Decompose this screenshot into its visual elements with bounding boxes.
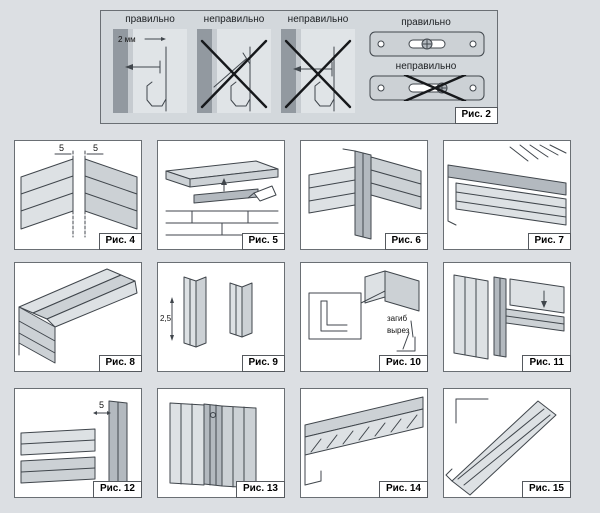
figure-10-panel: загиб вырез Рис. 10: [300, 262, 428, 372]
dimension-label: 2,5: [160, 314, 172, 323]
figure-2-panel: правильно неправильно неправильно 2 мм: [100, 10, 498, 124]
figure-6-panel: Рис. 6: [300, 140, 428, 250]
soffit-corner-drawing: [18, 268, 138, 364]
slot-correct-illustration: [369, 31, 485, 57]
figure-label: Рис. 12: [92, 481, 142, 498]
j-channel-drawing: [453, 274, 565, 360]
figure-7-panel: Рис. 7: [443, 140, 571, 250]
nail-angled-wrong-illustration: [197, 29, 271, 113]
figure-12-panel: 5 Рис. 12: [14, 388, 142, 498]
figure-11-panel: Рис. 11: [443, 262, 571, 372]
figure-label: Рис. 5: [241, 233, 285, 250]
caption-incorrect: неправильно: [203, 14, 265, 25]
figure-label: Рис. 7: [527, 233, 571, 250]
figure-9-panel: 2,5 Рис. 9: [157, 262, 285, 372]
corner-trim-drawing: 2,5: [160, 276, 253, 348]
figure-5-panel: Рис. 5: [157, 140, 285, 250]
dimension-label: 5: [93, 143, 98, 153]
vertical-joint-drawing: [169, 402, 257, 489]
figure-label: Рис. 13: [235, 481, 285, 498]
caption-incorrect: неправильно: [395, 61, 457, 72]
caption-incorrect: неправильно: [287, 14, 349, 25]
annotation-label: вырез: [387, 326, 410, 335]
nail-flush-wrong-drawing: [281, 29, 352, 113]
slot-wrong-drawing: [369, 75, 485, 101]
figure-label: Рис. 8: [98, 355, 142, 372]
nail-correct-illustration: 2 мм: [113, 29, 187, 113]
figure-label: Рис. 4: [98, 233, 142, 250]
figure-label: Рис. 9: [241, 355, 285, 372]
gable-soffit-drawing: [304, 396, 424, 486]
corner-post-drawing: [308, 148, 422, 240]
caption-correct: правильно: [401, 17, 451, 28]
figure-4-panel: 5 5 Рис. 4: [14, 140, 142, 250]
figure-label: Рис. 10: [378, 355, 428, 372]
figure-13-panel: Рис. 13: [157, 388, 285, 498]
soffit-drawing: [447, 144, 567, 226]
nail-flush-wrong-illustration: [281, 29, 355, 113]
figure-label: Рис. 14: [378, 481, 428, 498]
figure-label: Рис. 15: [521, 481, 571, 498]
gable-trim-drawing: [445, 398, 557, 496]
figure-8-panel: Рис. 8: [14, 262, 142, 372]
figure-14-panel: Рис. 14: [300, 388, 428, 498]
figure-label: Рис. 2: [454, 107, 498, 124]
dimension-label: 2 мм: [118, 35, 136, 44]
figure-label: Рис. 11: [522, 355, 571, 372]
nail-correct-drawing: 2 мм: [113, 29, 167, 113]
figure-15-panel: Рис. 15: [443, 388, 571, 498]
bend-cutout-drawing: загиб вырез: [308, 270, 420, 352]
figure-label: Рис. 6: [384, 233, 428, 250]
caption-correct: правильно: [125, 14, 175, 25]
panel-gap-drawing: 5: [20, 400, 128, 486]
dimension-label: 5: [59, 143, 64, 153]
window-sill-drawing: [165, 160, 279, 236]
annotation-label: загиб: [387, 314, 408, 323]
corner-gap-drawing: 5 5: [20, 143, 138, 238]
nail-angled-wrong-drawing: [197, 29, 268, 113]
slot-wrong-illustration: [369, 75, 485, 101]
slot-correct-drawing: [369, 31, 485, 57]
dimension-label: 5: [99, 400, 104, 410]
